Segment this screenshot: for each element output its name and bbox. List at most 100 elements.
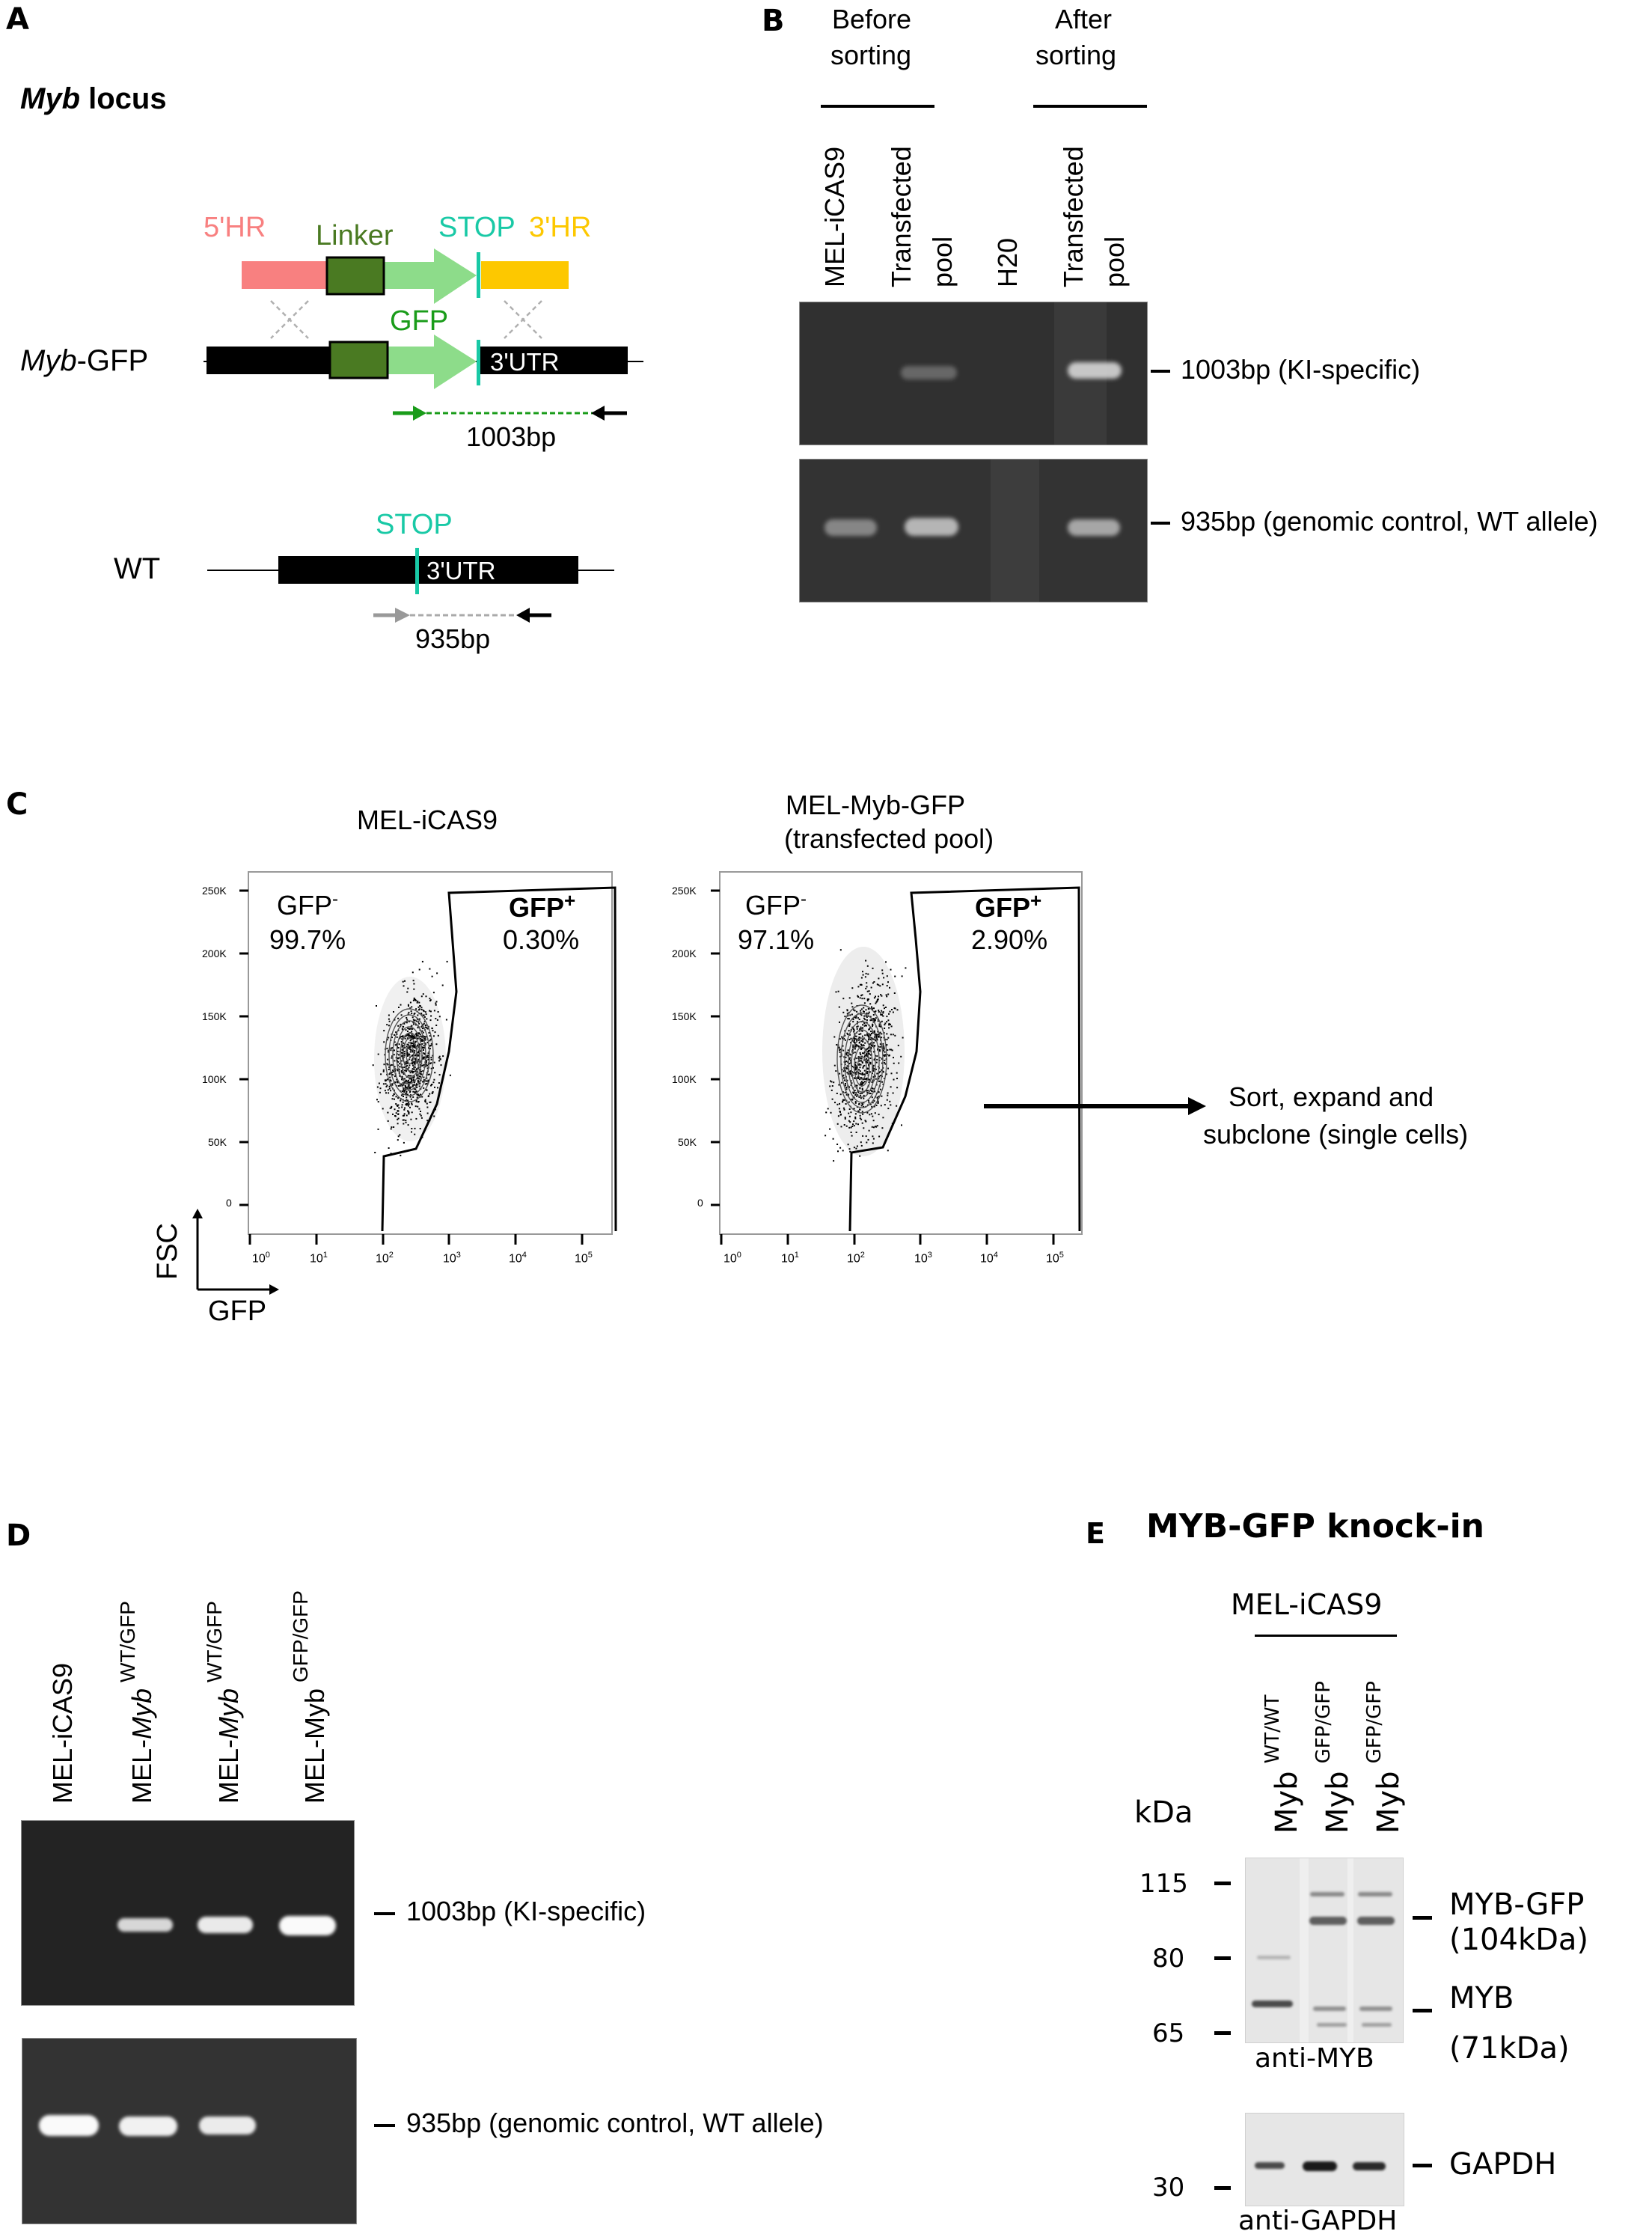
fsc-axis-label: FSC bbox=[152, 1223, 183, 1280]
p1-pos-pct: 0.30% bbox=[503, 924, 580, 955]
flow-plot-2 bbox=[719, 871, 1083, 1235]
ki-amplicon-label: 1003bp bbox=[466, 421, 557, 452]
p1-ytick-100k: 100K bbox=[202, 1073, 227, 1085]
b-lane-label-4b: pool bbox=[1099, 236, 1130, 287]
p1-xtick-2: 102 bbox=[376, 1251, 394, 1266]
d-lane-label-2: MEL-MybWT/GFP bbox=[116, 1601, 157, 1804]
flow-plot-1 bbox=[248, 871, 617, 1235]
p2-ytick-0: 0 bbox=[697, 1197, 703, 1209]
d-label-wt: 935bp (genomic control, WT allele) bbox=[406, 2108, 824, 2138]
low-band-lane3b bbox=[1362, 2023, 1392, 2027]
gapdh-band-lane1 bbox=[1255, 2162, 1285, 2169]
b-gel-wt-band-1 bbox=[825, 519, 877, 536]
low-band-lane2a bbox=[1313, 2006, 1346, 2011]
p2-xtick-2: 102 bbox=[847, 1251, 865, 1266]
group-before-line2: sorting bbox=[830, 40, 912, 70]
p2-ytick-50k: 50K bbox=[678, 1136, 697, 1148]
d-gel-ki-band-4 bbox=[279, 1916, 336, 1935]
wt-allele-label: WT bbox=[114, 552, 161, 585]
gapdh-marker bbox=[1413, 2164, 1432, 2167]
b-gel-ki-band-4 bbox=[1068, 362, 1122, 379]
e-lane-label-2: MybGFP/GFP bbox=[1312, 1681, 1355, 1834]
d-gel-ki-band-3 bbox=[198, 1917, 253, 1933]
panel-b-letter: B bbox=[762, 4, 785, 38]
p1-pos-label: GFP+ bbox=[509, 889, 576, 923]
marker-30: 30 bbox=[1152, 2173, 1185, 2203]
b-marker-wt bbox=[1151, 522, 1170, 525]
p2-neg-label: GFP- bbox=[745, 889, 807, 921]
group-after-bar bbox=[1033, 105, 1147, 108]
b-lane-label-3: H20 bbox=[992, 237, 1023, 287]
blot-anti-myb bbox=[1245, 1858, 1404, 2043]
p2-xtick-4: 104 bbox=[980, 1251, 998, 1266]
d-gel-wt-band-3 bbox=[199, 2117, 256, 2134]
ki-allele-gene: Myb bbox=[20, 344, 77, 377]
p2-ytick-200k: 200K bbox=[672, 947, 697, 959]
faint-band-lane1 bbox=[1257, 1956, 1291, 1959]
group-after-line1: After bbox=[1055, 4, 1113, 34]
b-gel-wt bbox=[799, 459, 1148, 602]
panel-d-letter: D bbox=[6, 1519, 31, 1553]
myb-gfp-band-lane3 bbox=[1357, 1917, 1395, 1925]
d-lane-label-1: MEL-iCAS9 bbox=[47, 1662, 78, 1804]
b-lane-label-1: MEL-iCAS9 bbox=[819, 146, 850, 287]
d-lane-label-4: MEL-MybGFP/GFP bbox=[289, 1590, 330, 1804]
marker-65-tick bbox=[1214, 2031, 1231, 2035]
gfp-label: GFP bbox=[390, 305, 449, 337]
p2-ytick-250k: 250K bbox=[672, 885, 697, 897]
e-lane-label-1: MybWT/WT bbox=[1261, 1694, 1304, 1834]
d-gel-wt bbox=[22, 2038, 357, 2224]
linker-label: Linker bbox=[316, 220, 394, 251]
d-marker-wt bbox=[374, 2124, 395, 2127]
p2-ytick-100k: 100K bbox=[672, 1073, 697, 1085]
marker-115-tick bbox=[1214, 1882, 1231, 1885]
p1-xtick-5: 105 bbox=[575, 1251, 593, 1266]
p1-ytick-150k: 150K bbox=[202, 1010, 227, 1022]
p2-xtick-5: 105 bbox=[1046, 1251, 1064, 1266]
hr5-label: 5'HR bbox=[204, 212, 266, 243]
p1-neg-pct: 99.7% bbox=[269, 924, 346, 955]
b-gel-wt-band-2 bbox=[905, 518, 958, 536]
b-label-ki: 1003bp (KI-specific) bbox=[1181, 354, 1421, 385]
upper-band-lane3 bbox=[1358, 1892, 1392, 1896]
plot1-title: MEL-iCAS9 bbox=[357, 805, 498, 835]
low-band-lane3a bbox=[1359, 2006, 1392, 2011]
panel-e-letter: E bbox=[1086, 1517, 1105, 1550]
b-lane-label-4a: Transfected bbox=[1058, 146, 1089, 287]
myb-marker bbox=[1413, 2009, 1432, 2012]
sort-text-line2: subclone (single cells) bbox=[1203, 1119, 1469, 1150]
p1-neg-label: GFP- bbox=[277, 889, 339, 921]
p2-xtick-3: 103 bbox=[914, 1251, 932, 1266]
marker-30-tick bbox=[1214, 2186, 1231, 2190]
cell-line-bar bbox=[1255, 1635, 1397, 1637]
plot2-title-line1: MEL-Myb-GFP bbox=[786, 790, 966, 820]
d-marker-ki bbox=[374, 1912, 395, 1915]
myb-band-lane1 bbox=[1252, 2001, 1293, 2007]
myb-label-1: MYB bbox=[1449, 1981, 1514, 2015]
hr3-label: 3'HR bbox=[529, 212, 592, 243]
p2-pos-pct: 2.90% bbox=[971, 924, 1048, 955]
b-gel-wt-band-4 bbox=[1068, 519, 1120, 536]
p1-ytick-200k: 200K bbox=[202, 947, 227, 959]
e-lane-label-3: MybGFP/GFP bbox=[1363, 1681, 1406, 1834]
wt-stop-label: STOP bbox=[376, 509, 453, 540]
p2-ytick-150k: 150K bbox=[672, 1010, 697, 1022]
marker-80-tick bbox=[1214, 1956, 1231, 1960]
p1-ytick-50k: 50K bbox=[208, 1136, 227, 1148]
marker-80: 80 bbox=[1152, 1944, 1185, 1974]
p1-ytick-0: 0 bbox=[226, 1197, 232, 1209]
panel-c-letter: C bbox=[6, 787, 28, 822]
d-gel-wt-band-1 bbox=[39, 2115, 99, 2136]
p1-ytick-250k: 250K bbox=[202, 885, 227, 897]
group-before-bar bbox=[821, 105, 934, 108]
low-band-lane2b bbox=[1317, 2023, 1347, 2027]
cell-line-label: MEL-iCAS9 bbox=[1231, 1588, 1383, 1621]
donor-stop-label: STOP bbox=[438, 212, 516, 243]
d-label-ki: 1003bp (KI-specific) bbox=[406, 1896, 646, 1926]
panel-a-title-gene: Myb bbox=[20, 82, 80, 115]
myb-gfp-label-2: (104kDa) bbox=[1449, 1923, 1589, 1957]
b-label-wt: 935bp (genomic control, WT allele) bbox=[1181, 506, 1598, 537]
gfp-axis-label: GFP bbox=[208, 1296, 267, 1327]
panel-e-title: MYB-GFP knock-in bbox=[1146, 1507, 1485, 1545]
panel-a-letter: A bbox=[6, 2, 29, 37]
